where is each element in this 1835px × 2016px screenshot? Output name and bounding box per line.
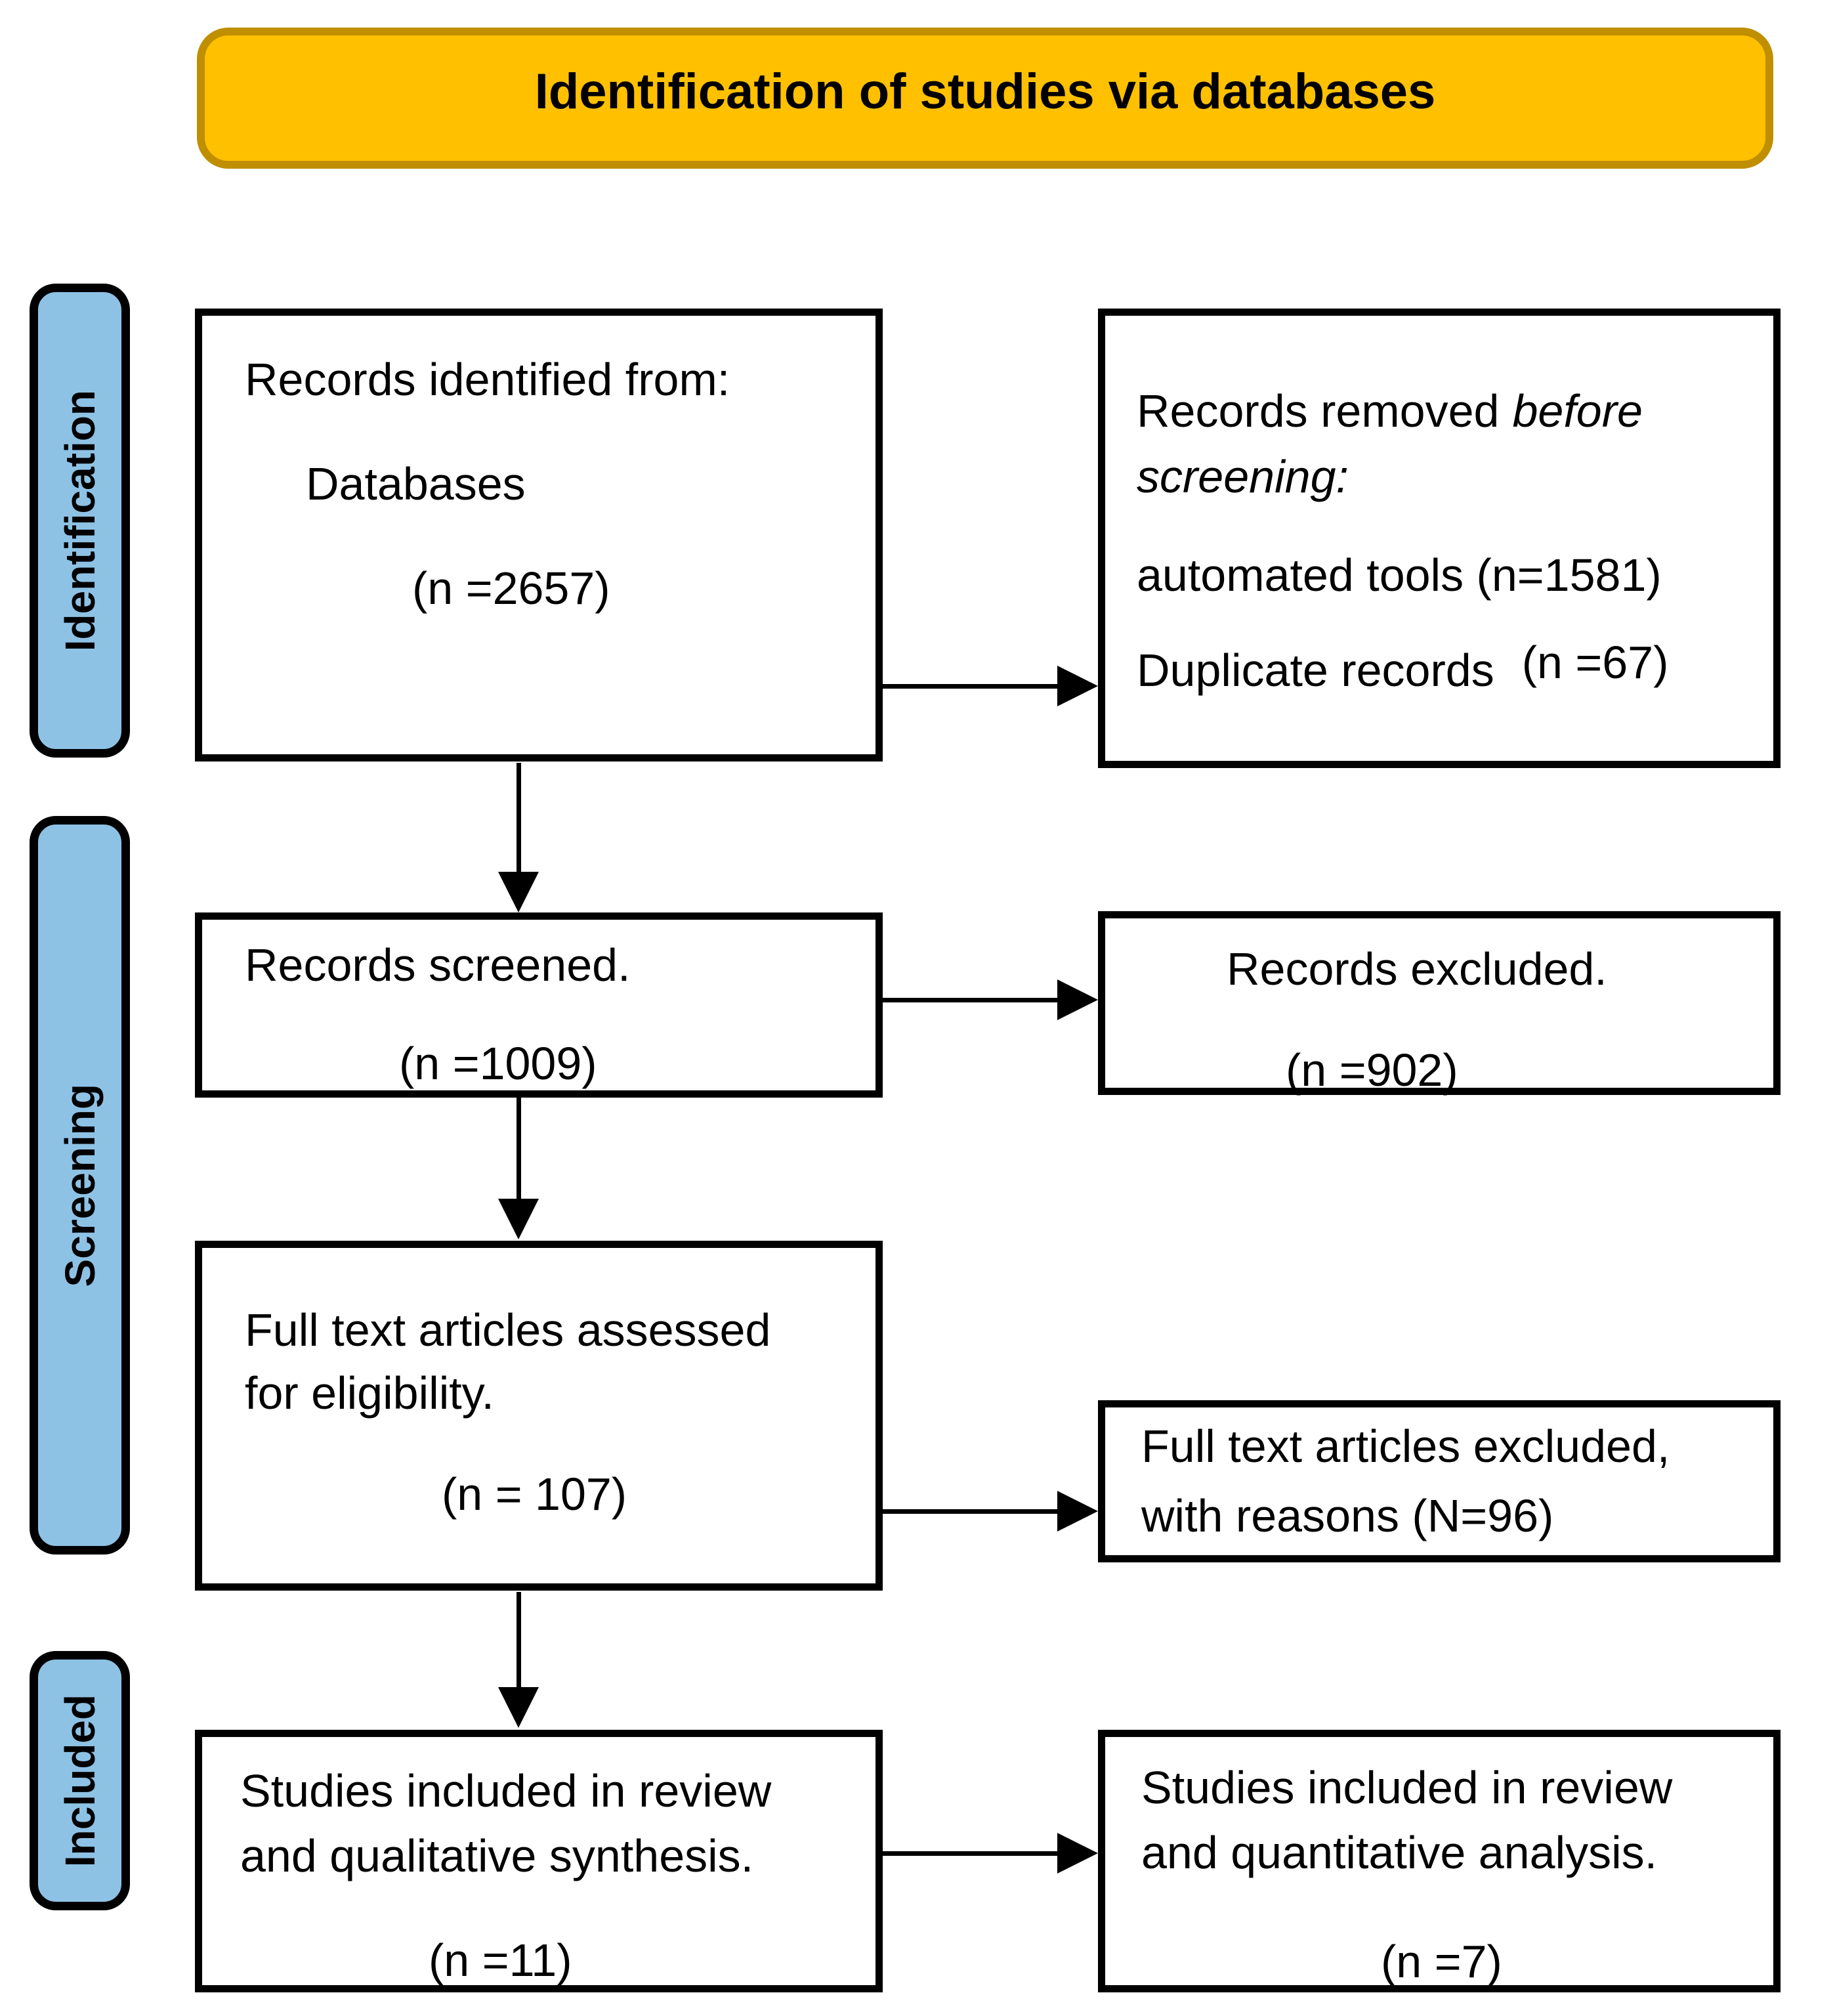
records-screened-count: (n =1009) (399, 1038, 597, 1090)
arrow-identified-to-removed (883, 684, 1060, 689)
stage-tab-identification: Identification (30, 284, 130, 758)
included-qualitative-count: (n =11) (429, 1935, 572, 1986)
included-quantitative-line1: Studies included in review (1141, 1762, 1673, 1813)
stage-label-identification: Identification (56, 389, 104, 652)
box-included-quantitative: Studies included in review and quantitat… (1098, 1730, 1781, 1992)
arrowhead-assessed-to-ft-excluded (1057, 1491, 1098, 1532)
records-removed-duplicates: Duplicate records (n =67) (1137, 637, 1773, 696)
stage-tab-screening: Screening (30, 816, 130, 1555)
records-removed-automated-count: automated tools (n=1581) (1137, 549, 1662, 601)
arrow-screened-to-excluded (883, 998, 1060, 1002)
arrow-screened-to-assessed (517, 1098, 521, 1201)
arrowhead-assessed-to-included (498, 1687, 539, 1728)
stage-label-screening: Screening (56, 1083, 104, 1287)
arrow-assessed-to-included (517, 1592, 521, 1689)
banner-title: Identification of studies via databases (534, 64, 1436, 119)
arrowhead-identified-to-removed (1057, 666, 1098, 706)
arrow-identified-to-screened (517, 763, 521, 874)
fulltext-excluded-line2: with reasons (N=96) (1141, 1490, 1554, 1542)
arrowhead-screened-to-excluded (1057, 979, 1098, 1020)
arrow-qualitative-to-quantitative (876, 1851, 1060, 1856)
included-qualitative-line2: and qualitative synthesis. (240, 1830, 754, 1882)
banner: Identification of studies via databases (197, 28, 1773, 169)
fulltext-assessed-count: (n = 107) (442, 1469, 627, 1520)
arrowhead-screened-to-assessed (498, 1199, 539, 1239)
arrowhead-identified-to-screened (498, 872, 539, 912)
arrowhead-qualitative-to-quantitative (1057, 1833, 1098, 1874)
duplicate-records-label: Duplicate records (1137, 644, 1494, 696)
records-removed-line1-italic: before (1512, 385, 1643, 437)
box-records-screened: Records screened. (n =1009) (195, 912, 883, 1098)
records-removed-line1-regular: Records removed (1137, 385, 1500, 437)
box-included-qualitative: Studies included in review and qualitati… (195, 1730, 883, 1992)
stage-label-included: Included (56, 1694, 104, 1868)
included-quantitative-line2: and quantitative analysis. (1141, 1827, 1658, 1879)
records-removed-line2: screening: (1137, 451, 1349, 503)
stage-tab-included: Included (30, 1651, 130, 1910)
records-identified-line1: Records identified from: (245, 354, 730, 405)
included-qualitative-line1: Studies included in review (240, 1765, 772, 1816)
box-records-excluded: Records excluded. (n =902) (1098, 911, 1781, 1095)
duplicate-records-count: (n =67) (1521, 636, 1669, 688)
fulltext-excluded-line1: Full text articles excluded, (1141, 1421, 1670, 1472)
included-quantitative-count: (n =7) (1381, 1936, 1502, 1988)
box-fulltext-assessed: Full text articles assessed for eligibil… (195, 1241, 883, 1591)
arrow-assessed-to-ft-excluded (883, 1509, 1060, 1514)
records-screened-line1: Records screened. (245, 939, 631, 991)
fulltext-assessed-line1: Full text articles assessed (245, 1304, 771, 1356)
records-excluded-count: (n =902) (1286, 1044, 1458, 1096)
records-identified-line2: Databases (306, 458, 526, 510)
records-excluded-line1: Records excluded. (1227, 943, 1607, 995)
box-records-identified: Records identified from: Databases (n =2… (195, 309, 883, 761)
fulltext-assessed-line2: for eligibility. (245, 1367, 494, 1419)
records-identified-count: (n =2657) (412, 563, 610, 614)
box-fulltext-excluded: Full text articles excluded, with reason… (1098, 1400, 1781, 1562)
